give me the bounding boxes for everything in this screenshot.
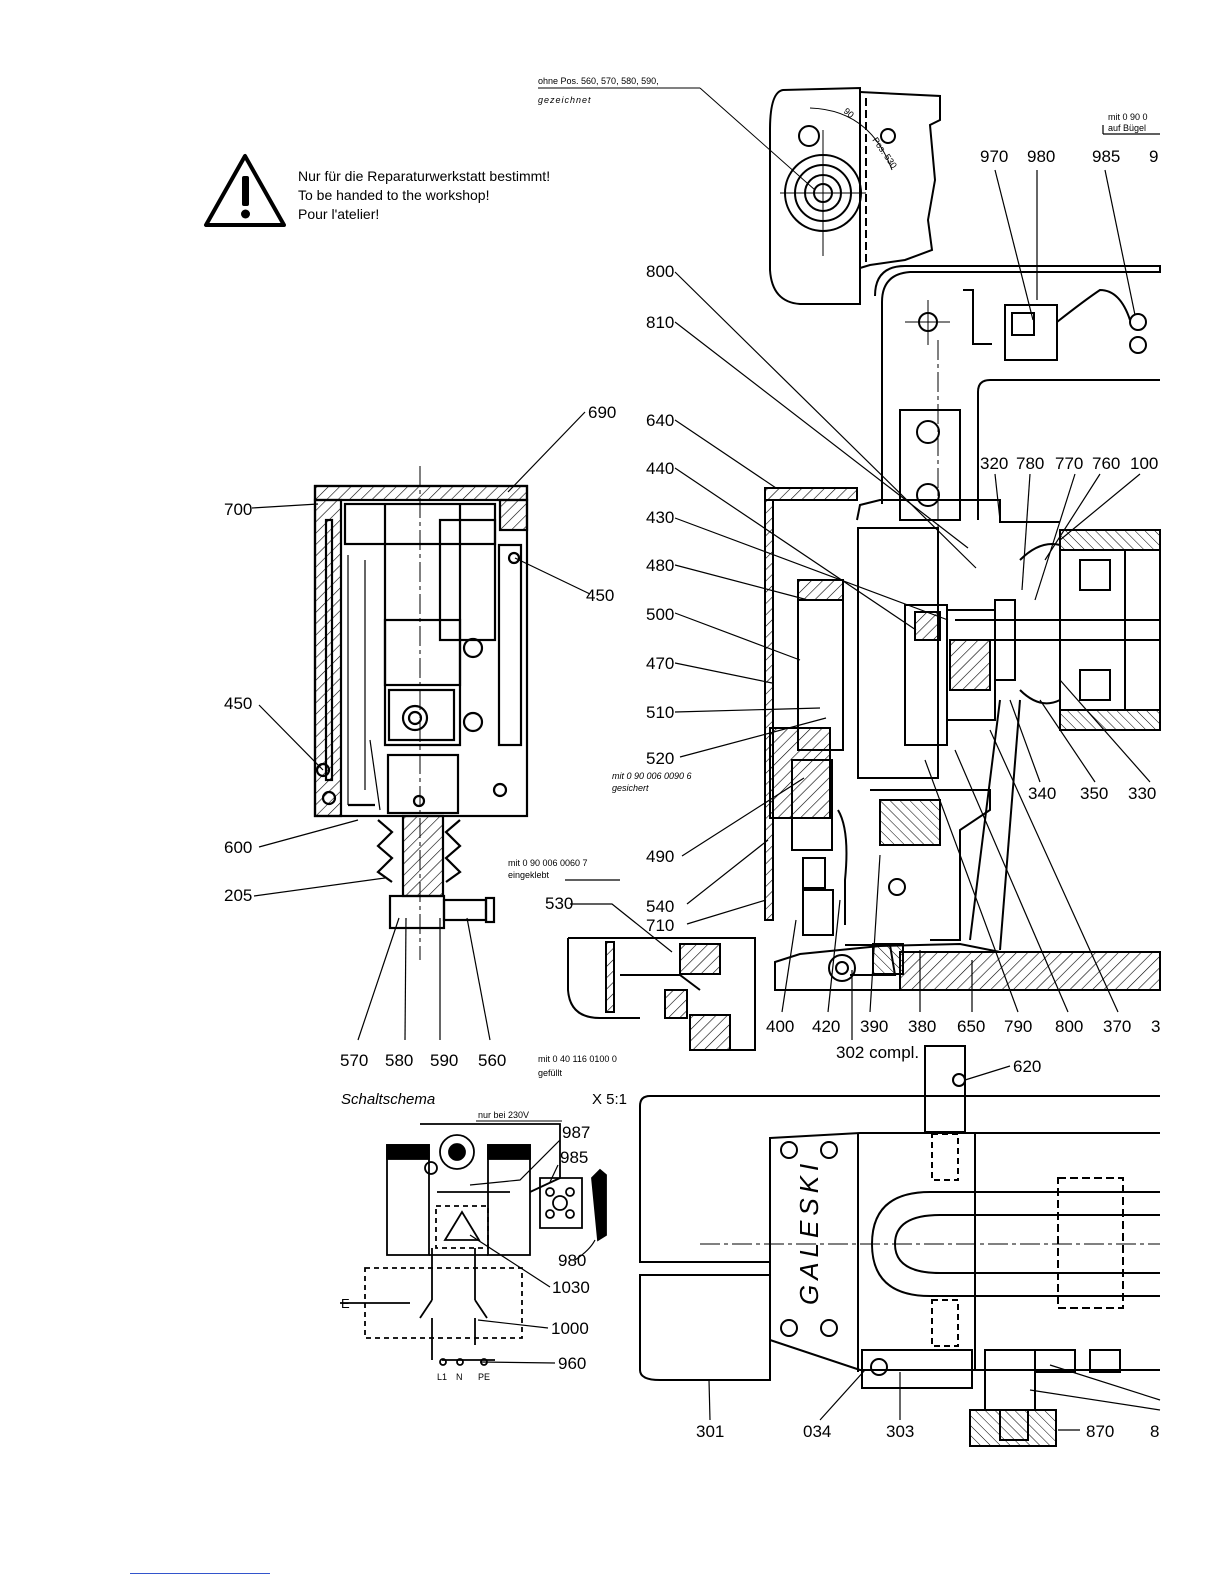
label-985-top: 985 (1092, 147, 1120, 166)
note-530-line-1: mit 0 90 006 0060 7 (508, 858, 588, 868)
label-350: 350 (1080, 784, 1108, 803)
label-650: 650 (957, 1017, 985, 1036)
label-490: 490 (646, 847, 674, 866)
label-985-schema: 985 (560, 1148, 588, 1167)
warning-icon (204, 154, 286, 227)
label-980-schema: 980 (558, 1251, 586, 1270)
terminal-n: N (456, 1372, 463, 1382)
note-520-line-1: mit 0 90 006 0090 6 (612, 771, 692, 781)
brand-logo: GALESKI (794, 1159, 824, 1305)
circuit-diagram (340, 1123, 607, 1366)
label-320: 320 (980, 454, 1008, 473)
label-790: 790 (1004, 1017, 1032, 1036)
label-430: 430 (646, 508, 674, 527)
label-340: 340 (1028, 784, 1056, 803)
label-470: 470 (646, 654, 674, 673)
top-detail-view (769, 86, 941, 305)
label-205: 205 (224, 886, 252, 905)
label-810: 810 (646, 313, 674, 332)
label-3: 3 (1151, 1017, 1160, 1036)
label-620: 620 (1013, 1057, 1041, 1076)
label-100: 100 (1130, 454, 1158, 473)
note-top-line-2: gezeichnet (538, 95, 592, 105)
warning-line-2: To be handed to the workshop! (298, 187, 489, 203)
schema-title: Schaltschema (341, 1091, 435, 1108)
label-420: 420 (812, 1017, 840, 1036)
label-500: 500 (646, 605, 674, 624)
label-8: 8 (1150, 1422, 1159, 1441)
label-600: 600 (224, 838, 252, 857)
label-370: 370 (1103, 1017, 1131, 1036)
part-labels: 690 700 450 450 600 205 570 580 590 560 … (224, 112, 1160, 1441)
label-800-bottom: 800 (1055, 1017, 1083, 1036)
label-302-compl: 302 compl. (836, 1043, 919, 1062)
label-690: 690 (588, 403, 616, 422)
warning-line-3: Pour l'atelier! (298, 206, 379, 222)
footer-link-underline (130, 1573, 270, 1574)
note-520-line-2: gesichert (612, 783, 649, 793)
label-570: 570 (340, 1051, 368, 1070)
label-770: 770 (1055, 454, 1083, 473)
terminal-l1: L1 (437, 1372, 447, 1382)
label-1030: 1030 (552, 1278, 590, 1297)
label-640: 640 (646, 411, 674, 430)
label-540: 540 (646, 897, 674, 916)
note-560-line-2: gefüllt (538, 1068, 563, 1078)
label-9: 9 (1149, 147, 1158, 166)
label-780: 780 (1016, 454, 1044, 473)
label-980-top: 980 (1027, 147, 1055, 166)
label-440: 440 (646, 459, 674, 478)
main-section-view (764, 265, 1161, 991)
note-top-line-1: ohne Pos. 560, 570, 580, 590, (538, 76, 659, 86)
label-560: 560 (478, 1051, 506, 1070)
terminal-e: E (341, 1296, 350, 1311)
label-870: 870 (1086, 1422, 1114, 1441)
note-topright-line-1: mit 0 90 0 (1108, 112, 1148, 122)
schema-scale: X 5:1 (592, 1091, 627, 1108)
note-topright-line-2: auf Bügel (1108, 123, 1146, 133)
label-800-top: 800 (646, 262, 674, 281)
note-angle: 90 (842, 106, 856, 120)
note-560-line-1: mit 0 40 116 0100 0 (538, 1054, 617, 1064)
seal-detail-view (567, 937, 756, 1051)
label-580: 580 (385, 1051, 413, 1070)
label-530: 530 (545, 894, 573, 913)
warning-line-1: Nur für die Reparaturwerkstatt bestimmt! (298, 168, 550, 184)
left-section-view (313, 466, 529, 960)
label-520: 520 (646, 749, 674, 768)
label-380: 380 (908, 1017, 936, 1036)
label-450-left: 450 (224, 694, 252, 713)
label-987: 987 (562, 1123, 590, 1142)
schema-note: nur bei 230V (478, 1110, 529, 1120)
label-303: 303 (886, 1422, 914, 1441)
label-330: 330 (1128, 784, 1156, 803)
label-970: 970 (980, 147, 1008, 166)
label-301: 301 (696, 1422, 724, 1441)
leader-lines (251, 125, 1161, 1431)
label-590: 590 (430, 1051, 458, 1070)
label-390: 390 (860, 1017, 888, 1036)
label-710: 710 (646, 916, 674, 935)
label-450-right: 450 (586, 586, 614, 605)
note-pos530: Pos. 530 (870, 135, 899, 170)
label-760: 760 (1092, 454, 1120, 473)
bottom-plan-view (639, 1045, 1160, 1447)
label-700: 700 (224, 500, 252, 519)
label-034: 034 (803, 1422, 831, 1441)
note-530-line-2: eingeklebt (508, 870, 550, 880)
label-1000: 1000 (551, 1319, 589, 1338)
terminal-pe: PE (478, 1372, 490, 1382)
label-510: 510 (646, 703, 674, 722)
label-400: 400 (766, 1017, 794, 1036)
label-480: 480 (646, 556, 674, 575)
label-960: 960 (558, 1354, 586, 1373)
